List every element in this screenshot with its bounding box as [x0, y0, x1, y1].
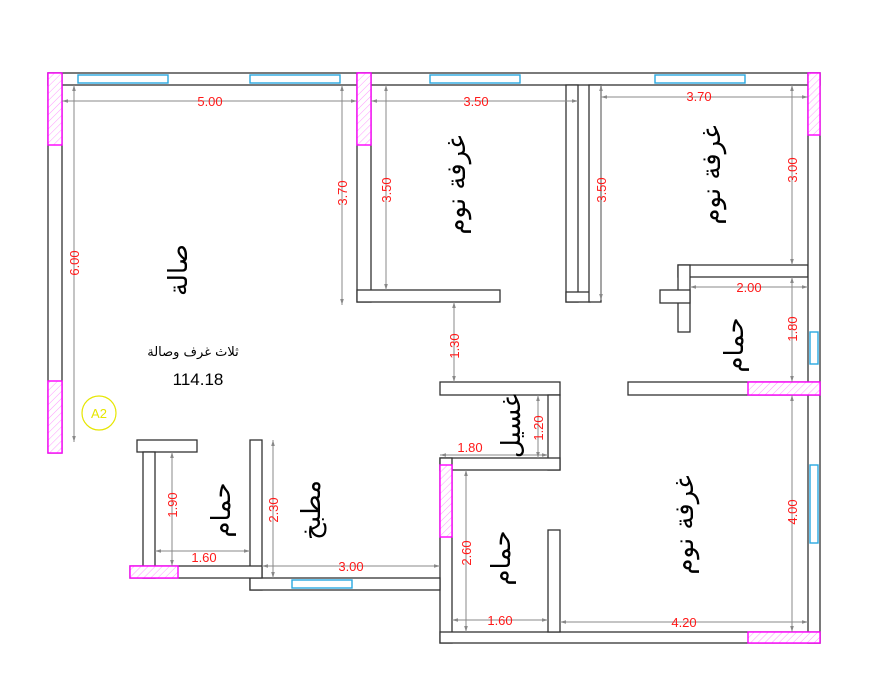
dim-bed3-width: 4.20 — [671, 615, 696, 630]
dim-bath-right-width: 2.00 — [736, 280, 761, 295]
dimension-lines — [62, 85, 808, 632]
window — [77, 74, 169, 84]
room-bedroom-3: غرفة نوم — [670, 475, 700, 574]
dim-bath-center-depth: 2.60 — [459, 540, 474, 565]
room-bedroom-1: غرفة نوم — [442, 135, 472, 234]
door — [747, 631, 821, 644]
door — [356, 72, 372, 146]
dim-living-partial: 3.70 — [335, 180, 350, 205]
room-labels: صالة غرفة نوم غرفة نوم غرفة نوم حمام حما… — [164, 125, 750, 585]
dim-bath-right-depth: 1.80 — [785, 316, 800, 341]
room-laundry: غسيل — [497, 394, 527, 458]
dimension-labels: 5.00 6.00 3.70 3.50 3.50 3.70 3.50 3.00 … — [67, 89, 800, 630]
door — [47, 380, 63, 454]
plan-description: ثلاث غرف وصالة — [147, 345, 239, 360]
dim-bath-left-width: 1.60 — [191, 550, 216, 565]
dim-bath-center-width: 1.60 — [487, 613, 512, 628]
dim-laundry-width: 1.80 — [457, 440, 482, 455]
tag-label: A2 — [91, 406, 107, 421]
room-bath-center: حمام — [487, 530, 517, 585]
room-kitchen: مطبخ — [297, 480, 327, 540]
dim-bed2-width: 3.70 — [686, 89, 711, 104]
doors — [47, 72, 821, 644]
dim-living-depth: 6.00 — [67, 250, 82, 275]
room-living: صالة — [164, 244, 194, 296]
door — [439, 464, 453, 538]
window — [809, 331, 819, 365]
window — [249, 74, 341, 84]
dim-bed2-depth: 3.00 — [785, 157, 800, 182]
dim-kitchen-depth: 2.30 — [266, 497, 281, 522]
door — [47, 72, 63, 146]
door — [747, 381, 821, 396]
dim-corridor: 1.30 — [447, 333, 462, 358]
room-bedroom-2: غرفة نوم — [697, 125, 727, 224]
door — [129, 565, 179, 579]
dim-living-width: 5.00 — [197, 94, 222, 109]
dim-bed1-depth: 3.50 — [379, 177, 394, 202]
dim-bed2-left: 3.50 — [594, 177, 609, 202]
window — [809, 464, 819, 544]
door — [807, 72, 821, 136]
dim-bed1-width: 3.50 — [463, 94, 488, 109]
room-bath-left: حمام — [207, 482, 237, 537]
dim-kitchen-width: 3.00 — [338, 559, 363, 574]
room-bath-right: حمام — [720, 317, 750, 372]
dim-laundry-depth: 1.20 — [531, 415, 546, 440]
dim-bed3-depth: 4.00 — [785, 499, 800, 524]
dim-bath-left-depth: 1.90 — [165, 492, 180, 517]
window — [654, 74, 746, 84]
windows — [77, 74, 819, 589]
plan-area: 114.18 — [173, 370, 224, 389]
window — [429, 74, 521, 84]
window — [291, 579, 353, 589]
plan-tag: A2 — [81, 395, 117, 431]
